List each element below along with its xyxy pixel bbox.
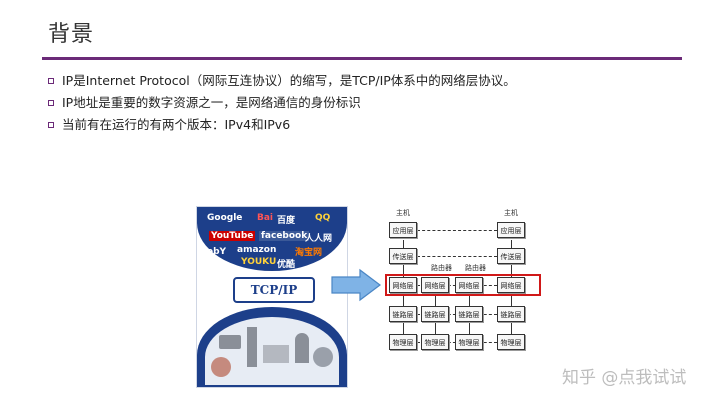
square-bullet-icon xyxy=(48,78,54,84)
tower-icon xyxy=(247,327,257,367)
layer-box-physical: 物理层 xyxy=(421,334,449,350)
internet-hourglass-illustration: Google Bai 百度 QQ YouTube facebook 人人网 eb… xyxy=(196,206,348,388)
baidu-cn-logo: 百度 xyxy=(277,216,296,226)
square-bullet-icon xyxy=(48,122,54,128)
facebook-logo: facebook xyxy=(259,231,310,241)
layer-box-network: 网络层 xyxy=(421,277,449,293)
tcpip-band: TCP/IP xyxy=(233,277,315,303)
layer-box-app: 应用层 xyxy=(389,222,417,238)
laptop-icon xyxy=(219,335,241,349)
renren-logo: 人人网 xyxy=(305,234,333,244)
youtube-logo: YouTube xyxy=(209,231,256,241)
layer-box-transport: 传送层 xyxy=(389,248,417,264)
title-rule xyxy=(42,57,682,60)
layer-box-network: 网络层 xyxy=(389,277,417,293)
layer-box-physical: 物理层 xyxy=(497,334,525,350)
google-logo: Google xyxy=(207,213,243,223)
layer-box-link: 链路层 xyxy=(421,306,449,322)
protocol-stack-diagram: 主机 主机 路由器 路由器 应用层 传送层 网络层 链路层 物理层 网络层 链路… xyxy=(380,206,550,376)
antenna-icon xyxy=(313,347,333,367)
square-bullet-icon xyxy=(48,100,54,106)
router-label-right: 路由器 xyxy=(465,264,486,272)
bullet-item: 当前有在运行的有两个版本：IPv4和IPv6 xyxy=(48,114,516,136)
layer-box-link: 链路层 xyxy=(455,306,483,322)
layer-box-physical: 物理层 xyxy=(389,334,417,350)
layer-box-link: 链路层 xyxy=(497,306,525,322)
layer-box-app: 应用层 xyxy=(497,222,525,238)
ebay-logo: ebY xyxy=(207,247,227,257)
fan-icon xyxy=(211,357,231,377)
network-layer-highlight xyxy=(385,274,541,296)
youku-cn-logo: 优酷 xyxy=(277,260,296,270)
bullet-item: IP地址是重要的数字资源之一，是网络通信的身份标识 xyxy=(48,92,516,114)
bullet-item: IP是Internet Protocol（网际互连协议）的缩写，是TCP/IP体… xyxy=(48,70,516,92)
layer-box-network: 网络层 xyxy=(455,277,483,293)
layer-box-network: 网络层 xyxy=(497,277,525,293)
qq-logo: QQ xyxy=(315,213,331,223)
peer-link xyxy=(417,230,497,231)
router-label-left: 路由器 xyxy=(431,264,452,272)
right-arrow-icon xyxy=(331,268,381,302)
bullet-list: IP是Internet Protocol（网际互连协议）的缩写，是TCP/IP体… xyxy=(48,70,516,136)
peer-link xyxy=(417,256,497,257)
host-label-right: 主机 xyxy=(504,209,518,217)
layer-box-transport: 传送层 xyxy=(497,248,525,264)
host-label-left: 主机 xyxy=(396,209,410,217)
slide-title: 背景 xyxy=(48,22,95,47)
layer-box-physical: 物理层 xyxy=(455,334,483,350)
baidu-logo: Bai xyxy=(257,213,274,223)
server-icon xyxy=(263,345,289,363)
youku-logo: YOUKU xyxy=(241,257,277,267)
amazon-logo: amazon xyxy=(237,245,277,255)
watermark: 知乎 @点我试试 xyxy=(562,368,687,388)
taobao-logo: 淘宝网 xyxy=(295,248,323,258)
layer-box-link: 链路层 xyxy=(389,306,417,322)
satellite-dish-icon xyxy=(295,333,309,363)
